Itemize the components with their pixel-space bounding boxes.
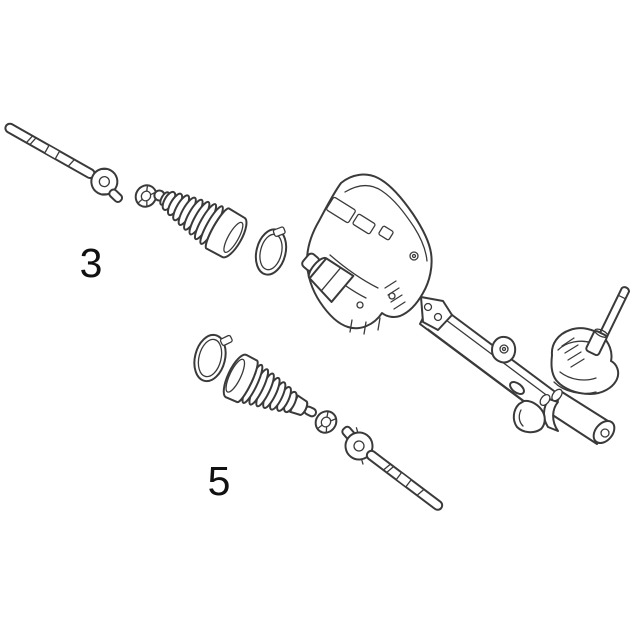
inner-tie-rod-lower bbox=[341, 425, 444, 511]
jam-nut-upper bbox=[134, 184, 158, 208]
steering-gear-assembly bbox=[301, 173, 631, 445]
rack-tube bbox=[419, 296, 559, 419]
output-end-cap bbox=[592, 419, 616, 445]
bellows-boot-upper bbox=[153, 189, 248, 259]
input-shaft-collar bbox=[585, 328, 609, 357]
pinion-housing bbox=[512, 286, 631, 445]
input-shaft bbox=[595, 286, 631, 345]
ecu-motor-housing bbox=[301, 173, 433, 335]
boot-clamp-lower bbox=[193, 333, 233, 383]
bellows-boot-lower bbox=[222, 353, 318, 418]
inner-tie-rod-upper bbox=[4, 122, 124, 204]
ball-socket-upper bbox=[90, 167, 119, 196]
callout-3: 3 bbox=[80, 240, 103, 286]
callout-5: 5 bbox=[208, 458, 231, 504]
boot-clamp-upper bbox=[254, 226, 288, 276]
rack-end-cylinder bbox=[301, 252, 355, 303]
jam-nut-lower bbox=[314, 410, 338, 434]
